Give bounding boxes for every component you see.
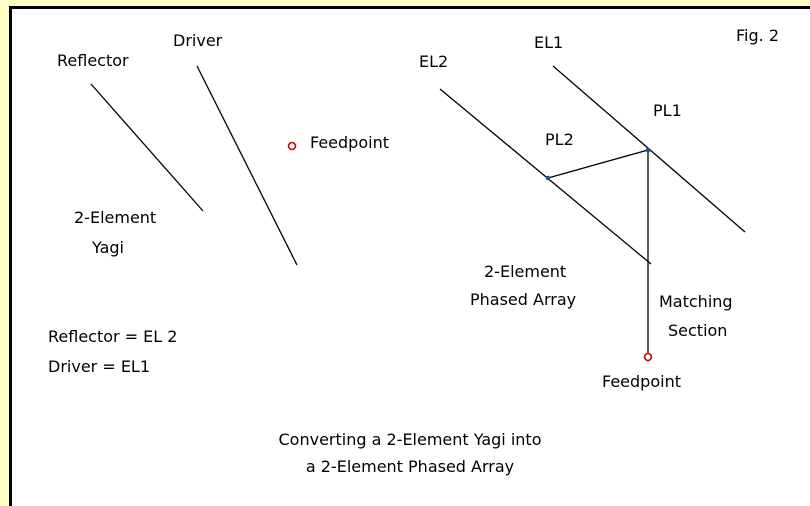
pl2-phasing-line <box>547 149 649 179</box>
diagram-svg: Fig. 2 Reflector Driver Feedpoint 2-Elem… <box>48 26 779 476</box>
yagi-feedpoint-label: Feedpoint <box>310 133 389 152</box>
mapping-line1: Reflector = EL 2 <box>48 327 177 346</box>
el2-label: EL2 <box>419 52 448 71</box>
matching-line2: Section <box>668 321 727 340</box>
phased-feedpoint-marker <box>643 352 653 362</box>
pl1-label: PL1 <box>653 101 682 120</box>
diagram-panel: Fig. 2 Reflector Driver Feedpoint 2-Elem… <box>9 6 810 506</box>
yagi-feedpoint-marker <box>287 141 297 151</box>
pl2-label: PL2 <box>545 130 574 149</box>
driver-element-line <box>196 65 298 266</box>
reflector-element-line <box>90 83 204 212</box>
phased-title-line2: Phased Array <box>470 290 576 309</box>
el1-label: EL1 <box>534 33 563 52</box>
figure-label: Fig. 2 <box>736 26 779 45</box>
matching-line1: Matching <box>659 292 733 311</box>
el2-element-line <box>439 88 652 265</box>
reflector-label: Reflector <box>57 51 129 70</box>
caption-line1: Converting a 2-Element Yagi into <box>279 430 542 449</box>
driver-label: Driver <box>173 31 223 50</box>
yagi-title-line1: 2-Element <box>74 208 156 227</box>
phased-title-line1: 2-Element <box>484 262 566 281</box>
pl2-junction-marker <box>545 175 551 181</box>
mapping-line2: Driver = EL1 <box>48 357 150 376</box>
caption-line2: a 2-Element Phased Array <box>306 457 514 476</box>
yagi-title-line2: Yagi <box>91 238 124 257</box>
phased-feedpoint-label: Feedpoint <box>602 372 681 391</box>
pl1-junction-marker <box>645 147 651 153</box>
